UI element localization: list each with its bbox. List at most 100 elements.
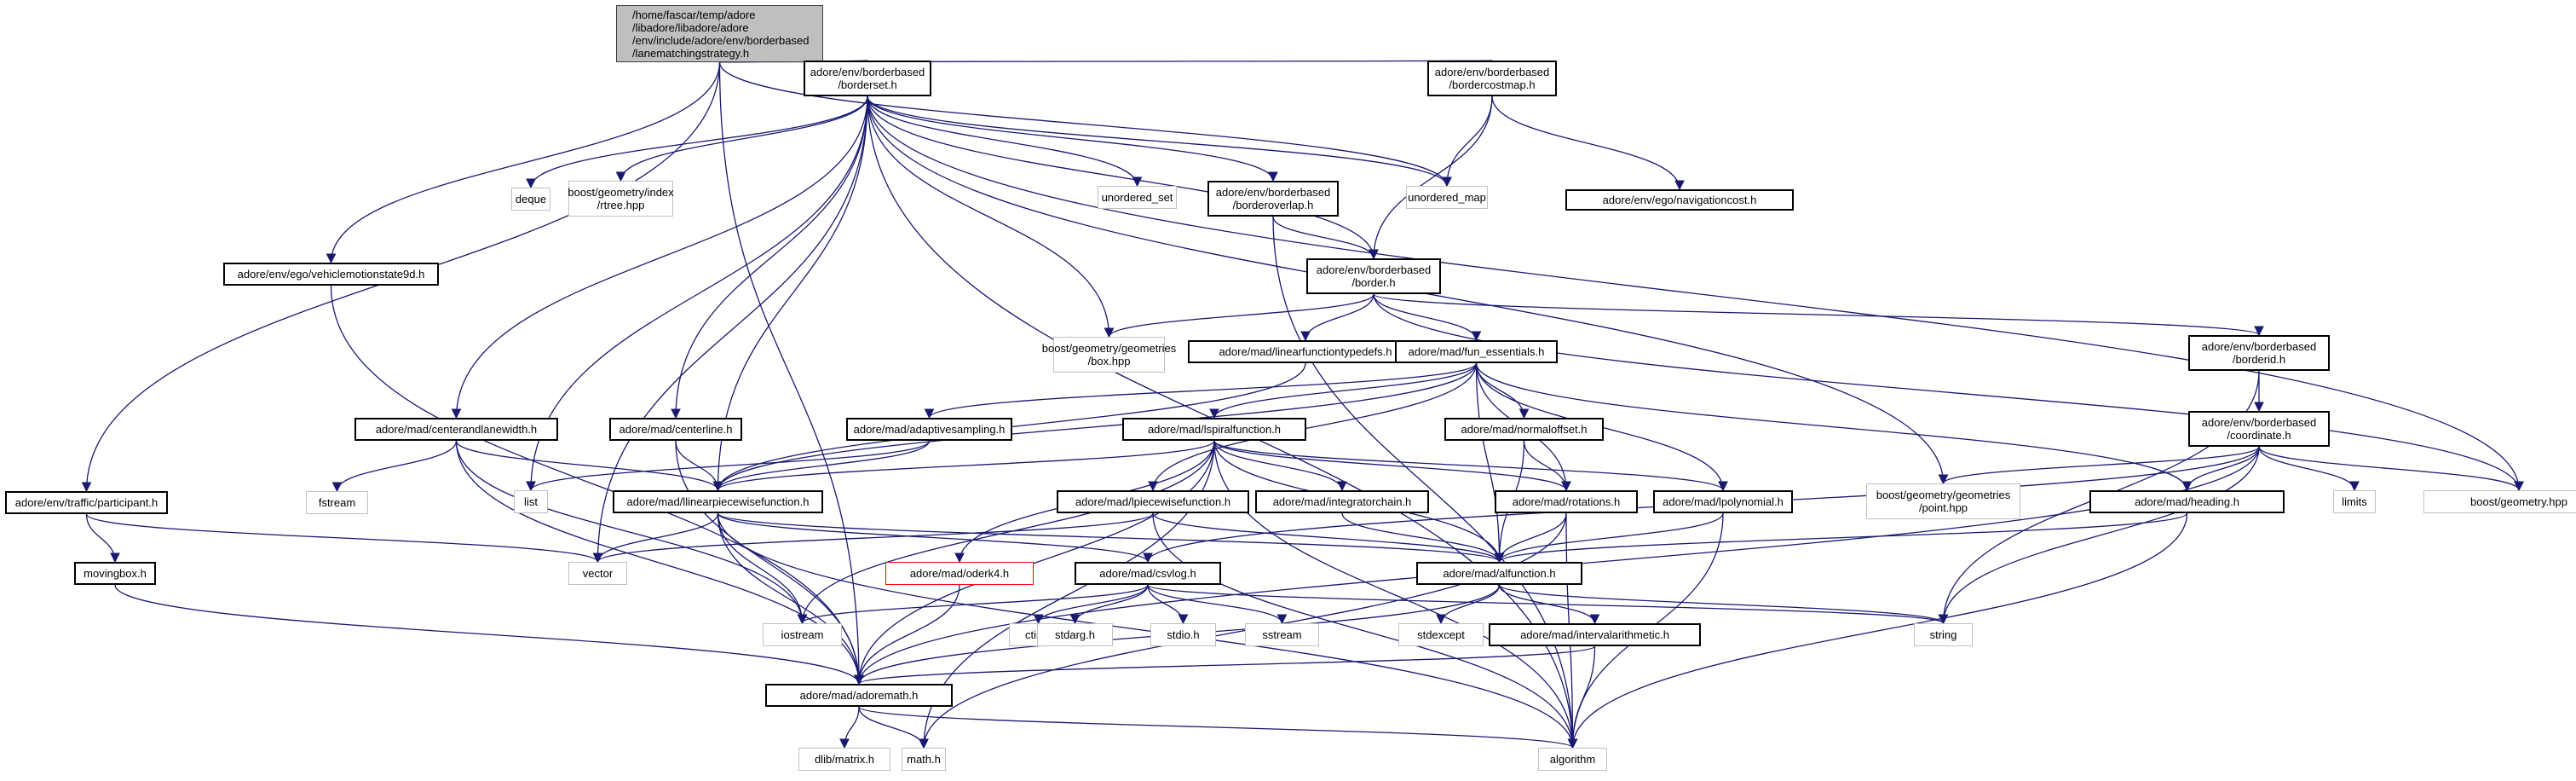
edge-border-to-boostgeometry bbox=[1373, 293, 2524, 492]
edge-centerandlanewidth-to-iostream bbox=[455, 440, 808, 625]
node-heading[interactable]: adore/mad/heading.h bbox=[2089, 490, 2285, 513]
node-integratorchain[interactable]: adore/mad/integratorchain.h bbox=[1255, 490, 1429, 513]
node-string: string bbox=[1914, 623, 1973, 646]
edge-participant-to-vector bbox=[85, 513, 603, 564]
edge-lspiralfunction-to-lpolynomial bbox=[1213, 440, 1728, 492]
node-rtree: boost/geometry/index /rtree.hpp bbox=[568, 181, 674, 217]
edge-bordercostmap-to-unordered_map bbox=[1442, 95, 1493, 188]
edge-lpiecewisefunction-to-alfunction bbox=[1152, 512, 1505, 564]
edge-borderset-to-unordered_map bbox=[867, 95, 1452, 188]
node-adoremath[interactable]: adore/mad/adoremath.h bbox=[765, 684, 953, 707]
node-point: boost/geometry/geometries /point.hpp bbox=[1866, 483, 2020, 519]
edge-fun_essentials-to-alfunction bbox=[1475, 362, 1505, 564]
edge-alfunction-to-intervalarithmetic bbox=[1498, 584, 1600, 625]
node-borderid[interactable]: adore/env/borderbased /borderid.h bbox=[2188, 335, 2330, 371]
node-borderset[interactable]: adore/env/borderbased /borderset.h bbox=[804, 61, 931, 96]
node-normaloffset[interactable]: adore/mad/normaloffset.h bbox=[1444, 418, 1604, 441]
edge-centerline-to-adoremath bbox=[675, 440, 864, 686]
node-centerandlanewidth[interactable]: adore/mad/centerandlanewidth.h bbox=[354, 418, 558, 441]
edge-intervalarithmetic-to-adoremath bbox=[854, 645, 1596, 686]
edge-borderset-to-centerline bbox=[671, 95, 868, 419]
edge-border-to-linearfunctiontypedefs bbox=[1300, 293, 1374, 342]
node-oderk4[interactable]: adore/mad/oderk4.h bbox=[885, 562, 1034, 585]
node-vector: vector bbox=[568, 562, 627, 585]
node-intervalarithmetic[interactable]: adore/mad/intervalarithmetic.h bbox=[1489, 623, 1701, 646]
node-csvlog[interactable]: adore/mad/csvlog.h bbox=[1075, 562, 1221, 585]
edge-fun_essentials-to-adaptivesampling bbox=[924, 362, 1478, 419]
edge-root-to-adoremath bbox=[718, 61, 864, 686]
edge-csvlog-to-ctime bbox=[1033, 584, 1149, 625]
edge-border-to-box bbox=[1104, 293, 1374, 338]
edge-fun_essentials-to-lspiralfunction bbox=[1209, 362, 1478, 419]
edge-adaptivesampling-to-llinearpiecewisefunction bbox=[712, 440, 931, 492]
edge-vehiclemotionstate9d-to-adoremath bbox=[330, 285, 864, 686]
edge-bordercostmap-to-navigationcost bbox=[1491, 95, 1685, 191]
edge-alfunction-to-string bbox=[1498, 584, 1949, 625]
node-box: boost/geometry/geometries /box.hpp bbox=[1042, 337, 1176, 373]
node-unordered_set: unordered_set bbox=[1098, 186, 1177, 209]
edge-adaptivesampling-to-list bbox=[526, 440, 931, 492]
edge-borderset-to-vector bbox=[592, 95, 868, 564]
node-list: list bbox=[514, 490, 548, 513]
edge-bordercostmap-to-border bbox=[1369, 95, 1493, 260]
edge-csvlog-to-sstream bbox=[1147, 584, 1288, 625]
node-math: math.h bbox=[902, 748, 946, 771]
node-centerline[interactable]: adore/mad/centerline.h bbox=[609, 418, 742, 441]
node-alfunction[interactable]: adore/mad/alfunction.h bbox=[1416, 562, 1582, 585]
edge-llinearpiecewisefunction-to-adoremath bbox=[717, 512, 864, 686]
node-movingbox[interactable]: movingbox.h bbox=[74, 562, 156, 585]
node-llinearpiecewisefunction[interactable]: adore/mad/llinearpiecewisefunction.h bbox=[613, 490, 823, 513]
node-algorithm: algorithm bbox=[1538, 748, 1607, 771]
node-rotations[interactable]: adore/mad/rotations.h bbox=[1495, 490, 1638, 513]
node-participant[interactable]: adore/env/traffic/participant.h bbox=[5, 491, 168, 514]
edge-coordinate-to-point bbox=[1938, 446, 2260, 485]
edge-borderset-to-borderoverlap bbox=[867, 95, 1278, 182]
edge-heading-to-algorithm bbox=[1567, 512, 2188, 749]
edge-heading-to-alfunction bbox=[1494, 512, 2188, 564]
edge-centerandlanewidth-to-llinearpiecewisefunction bbox=[455, 440, 723, 492]
edge-lspiralfunction-to-llinearpiecewisefunction bbox=[712, 440, 1215, 492]
node-borderoverlap[interactable]: adore/env/borderbased /borderoverlap.h bbox=[1207, 181, 1339, 217]
edge-border-to-fun_essentials bbox=[1373, 293, 1482, 342]
node-lspiralfunction[interactable]: adore/mad/lspiralfunction.h bbox=[1122, 418, 1306, 441]
edge-lspiralfunction-to-integratorchain bbox=[1213, 440, 1347, 492]
edge-lspiralfunction-to-iostream bbox=[797, 440, 1215, 625]
node-lpiecewisefunction[interactable]: adore/mad/lpiecewisefunction.h bbox=[1057, 490, 1249, 513]
edge-csvlog-to-stdio bbox=[1147, 584, 1189, 625]
edge-coordinate-to-limits bbox=[2258, 446, 2360, 492]
edge-borderset-to-centerandlanewidth bbox=[451, 95, 868, 419]
node-unordered_map: unordered_map bbox=[1406, 186, 1488, 209]
edge-adoremath-to-math bbox=[858, 706, 929, 749]
edge-borderset-to-llinearpiecewisefunction bbox=[712, 95, 868, 492]
node-root[interactable]: /home/fascar/temp/adore /libadore/libado… bbox=[616, 5, 823, 62]
edge-llinearpiecewisefunction-to-algorithm bbox=[717, 512, 1578, 749]
node-adaptivesampling[interactable]: adore/mad/adaptivesampling.h bbox=[846, 418, 1012, 441]
node-fun_essentials[interactable]: adore/mad/fun_essentials.h bbox=[1395, 340, 1558, 363]
node-stdio: stdio.h bbox=[1150, 623, 1216, 646]
node-linearfunctiontypedefs[interactable]: adore/mad/linearfunctiontypedefs.h bbox=[1188, 340, 1423, 363]
edge-lpiecewisefunction-to-algorithm bbox=[1152, 512, 1578, 749]
edge-fun_essentials-to-lpiecewisefunction bbox=[1148, 362, 1478, 492]
edge-borderset-to-deque bbox=[526, 95, 868, 189]
edge-movingbox-to-adoremath bbox=[114, 584, 864, 686]
node-bordercostmap[interactable]: adore/env/borderbased /bordercostmap.h bbox=[1427, 61, 1557, 96]
edge-centerline-to-llinearpiecewisefunction bbox=[675, 440, 723, 492]
edge-borderset-to-box bbox=[867, 95, 1115, 338]
edge-centerandlanewidth-to-fstream bbox=[331, 440, 458, 493]
edge-normaloffset-to-rotations bbox=[1523, 440, 1571, 492]
node-coordinate[interactable]: adore/env/borderbased /coordinate.h bbox=[2188, 411, 2330, 447]
node-border[interactable]: adore/env/borderbased /border.h bbox=[1306, 258, 1441, 294]
edge-lspiralfunction-to-rotations bbox=[1213, 440, 1571, 492]
edge-coordinate-to-string bbox=[1938, 446, 2260, 625]
node-limits: limits bbox=[2333, 490, 2376, 513]
edge-borderoverlap-to-algorithm bbox=[1272, 216, 1578, 749]
edge-alfunction-to-stdexcept bbox=[1436, 584, 1501, 625]
edge-fun_essentials-to-llinearpiecewisefunction bbox=[712, 362, 1478, 492]
edge-adoremath-to-dlibmatrix bbox=[839, 706, 860, 749]
node-navigationcost[interactable]: adore/env/ego/navigationcost.h bbox=[1565, 189, 1794, 211]
edge-csvlog-to-iostream bbox=[797, 584, 1149, 625]
node-dlibmatrix: dlib/matrix.h bbox=[798, 748, 890, 771]
node-lpolynomial[interactable]: adore/mad/lpolynomial.h bbox=[1653, 490, 1793, 513]
node-vehiclemotionstate9d[interactable]: adore/env/ego/vehiclemotionstate9d.h bbox=[223, 263, 439, 286]
edge-llinearpiecewisefunction-to-csvlog bbox=[717, 512, 1153, 564]
